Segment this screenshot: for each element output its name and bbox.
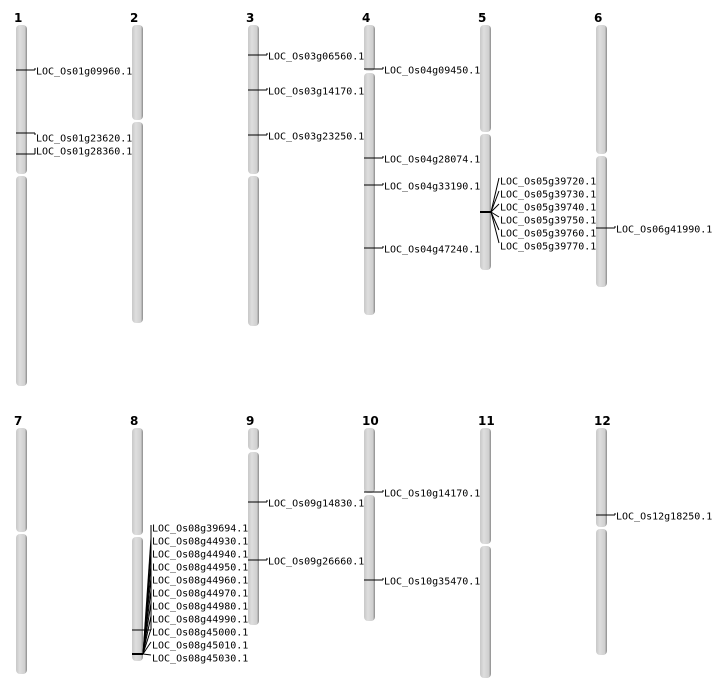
gene-label: LOC_Os10g35470.1 [384,577,480,588]
chromosome-arm-long [364,73,375,315]
chromosome-arm-short [480,428,491,544]
gene-label: LOC_Os01g23620.1 [36,134,132,145]
gene-label: LOC_Os08g44940.1 [152,550,248,561]
chromosome-arm-short [596,428,607,527]
gene-label: LOC_Os08g44970.1 [152,589,248,600]
gene-label: LOC_Os05g39730.1 [500,190,596,201]
gene-label: LOC_Os04g33190.1 [384,182,480,193]
chromosome-arm-short [596,25,607,154]
chromosome-arm-short [248,428,259,450]
gene-connector [142,628,152,655]
chromosome-arm-short [364,428,375,493]
gene-label: LOC_Os10g14170.1 [384,489,480,500]
gene-label: LOC_Os05g39740.1 [500,203,596,214]
chromosome-arm-long [596,156,607,287]
gene-label: LOC_Os04g28074.1 [384,155,480,166]
gene-connector [490,177,500,213]
chromosome-arm-short [132,428,143,535]
gene-label: LOC_Os08g44950.1 [152,563,248,574]
chromosome-arm-long [480,134,491,270]
gene-connector [142,641,152,655]
gene-label: LOC_Os01g09960.1 [36,67,132,78]
gene-label: LOC_Os03g23250.1 [268,132,364,143]
chromosome-arm-short [248,25,259,174]
chromosome-label: 5 [478,11,486,25]
gene-label: LOC_Os05g39720.1 [500,177,596,188]
gene-connector [490,211,500,231]
chromosome-arm-long [248,452,259,625]
chromosome-label: 1 [14,11,22,25]
gene-label: LOC_Os06g41990.1 [616,225,712,236]
gene-label: LOC_Os08g45000.1 [152,628,248,639]
gene-label: LOC_Os03g06560.1 [268,52,364,63]
chromosome-label: 2 [130,11,138,25]
gene-label: LOC_Os08g44930.1 [152,537,248,548]
gene-label: LOC_Os09g14830.1 [268,499,364,510]
chromosome-arm-long [132,537,143,661]
chromosome-arm-long [596,529,607,655]
chromosome-label: 10 [362,414,379,428]
chromosome-label: 6 [594,11,602,25]
chromosome-label: 3 [246,11,254,25]
gene-label: LOC_Os08g39694.1 [152,524,248,535]
chromosome-arm-long [480,546,491,678]
chromosome-arm-short [16,25,27,174]
chromosome-arm-long [16,534,27,674]
gene-connector [490,211,500,244]
chromosome-label: 4 [362,11,370,25]
chromosome-arm-short [480,25,491,132]
gene-label: LOC_Os08g44990.1 [152,615,248,626]
gene-connector [142,615,152,655]
gene-label: LOC_Os08g45030.1 [152,654,248,665]
gene-connector [490,203,500,213]
gene-label: LOC_Os05g39750.1 [500,216,596,227]
chromosome-label: 9 [246,414,254,428]
gene-connector [490,190,500,213]
gene-connector [490,211,500,218]
chromosome-arm-short [364,25,375,71]
chromosome-arm-short [16,428,27,532]
gene-label: LOC_Os08g44980.1 [152,602,248,613]
gene-connector [142,653,152,656]
gene-label: LOC_Os05g39760.1 [500,229,596,240]
gene-label: LOC_Os01g28360.1 [36,147,132,158]
gene-label: LOC_Os12g18250.1 [616,512,712,523]
gene-label: LOC_Os08g45010.1 [152,641,248,652]
gene-label: LOC_Os04g09450.1 [384,66,480,77]
chromosome-label: 7 [14,414,22,428]
chromosome-label: 12 [594,414,611,428]
gene-label: LOC_Os04g47240.1 [384,245,480,256]
chromosome-arm-long [248,176,259,326]
gene-label: LOC_Os08g44960.1 [152,576,248,587]
chromosome-label: 11 [478,414,495,428]
gene-label: LOC_Os05g39770.1 [500,242,596,253]
gene-label: LOC_Os09g26660.1 [268,557,364,568]
gene-label: LOC_Os03g14170.1 [268,87,364,98]
chromosome-arm-long [364,495,375,621]
chromosome-label: 8 [130,414,138,428]
chromosome-arm-short [132,25,143,120]
chromosome-arm-long [132,122,143,323]
chromosome-arm-long [16,176,27,386]
